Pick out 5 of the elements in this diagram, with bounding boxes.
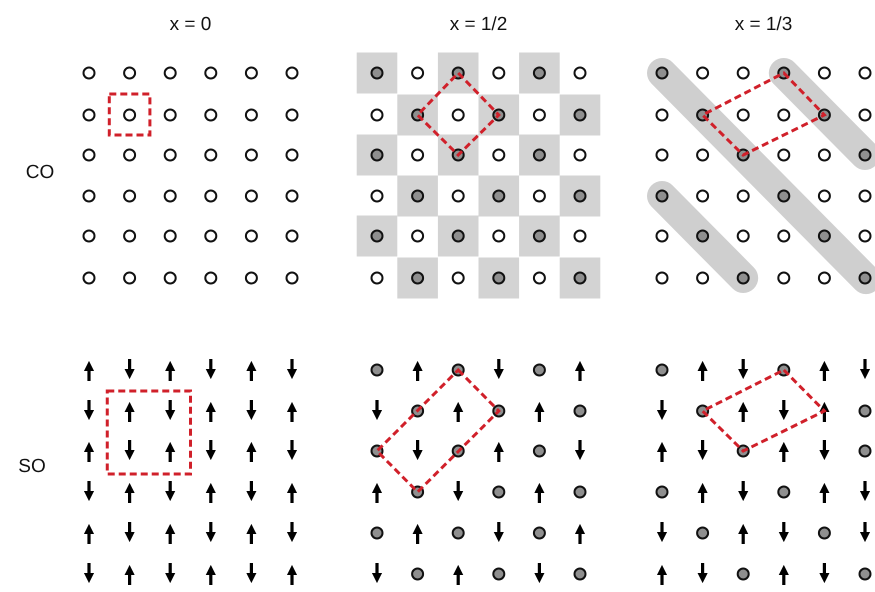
column-heading: x = 1/3 bbox=[734, 14, 792, 36]
column-heading: x = 0 bbox=[170, 14, 212, 36]
column-heading: x = 1/2 bbox=[450, 14, 508, 36]
row-heading: SO bbox=[18, 456, 46, 478]
row-heading: CO bbox=[26, 162, 54, 184]
